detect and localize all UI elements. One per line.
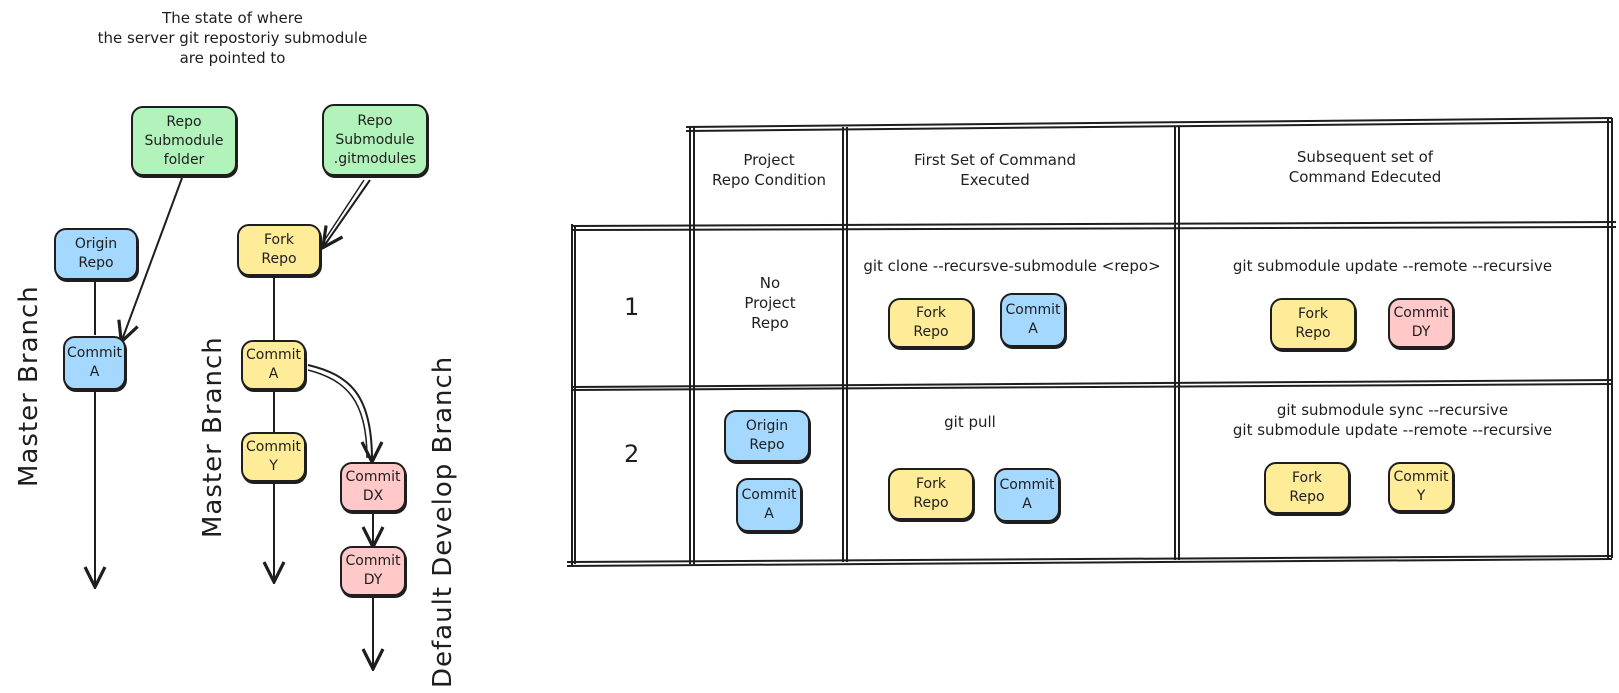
row-1-subsequent-command: git submodule update --remote --recursiv… <box>1232 257 1553 275</box>
row-1-condition: No Project Repo <box>744 274 796 332</box>
row-2-first-commit-a: Commit A <box>994 468 1060 522</box>
row-1-subsequent-commit-dy: Commit DY <box>1388 298 1454 348</box>
gitmodules-arrow-a <box>324 179 371 246</box>
fork-repo-node: Fork Repo <box>237 224 321 276</box>
master-branch-label-mid: Master Branch <box>198 336 228 538</box>
row-2-subsequent-command: git submodule sync --recursive git submo… <box>1232 401 1553 439</box>
repo-submodule-gitmodules-node: Repo Submodule .gitmodules <box>322 104 428 176</box>
row-1-first-commit-a: Commit A <box>1000 293 1066 347</box>
commit-dx-node: Commit DX <box>340 462 406 512</box>
header-project-repo-condition: Project Repo Condition <box>711 151 827 189</box>
default-develop-branch-label: Default Develop Branch <box>428 355 458 688</box>
origin-repo-node: Origin Repo <box>54 228 138 280</box>
row-1-first-fork-repo: Fork Repo <box>888 298 974 348</box>
commit-dy-node: Commit DY <box>340 546 406 596</box>
table-grid <box>566 117 1617 567</box>
header-first-set: First Set of Command Executed <box>913 151 1077 189</box>
caption: The state of where the server git repost… <box>97 9 368 67</box>
submodule-folder-arrow <box>122 177 183 340</box>
row-2-first-fork-repo: Fork Repo <box>888 468 974 520</box>
develop-branch-arrow <box>307 364 372 460</box>
row-2-number: 2 <box>624 440 640 468</box>
commit-a-left-node: Commit A <box>63 336 126 390</box>
row-1-subsequent-fork-repo: Fork Repo <box>1270 298 1356 350</box>
row-2-subsequent-commit-y: Commit Y <box>1388 462 1454 512</box>
commit-y-node: Commit Y <box>241 432 306 482</box>
row-2-first-command: git pull <box>944 413 996 431</box>
header-subsequent-set: Subsequent set of Command Edecuted <box>1288 148 1442 186</box>
repo-submodule-folder-node: Repo Submodule folder <box>131 106 237 176</box>
row-2-condition-origin-repo: Origin Repo <box>724 410 810 462</box>
row-1-first-command: git clone --recursve-submodule <repo> <box>863 257 1161 275</box>
row-2-subsequent-fork-repo: Fork Repo <box>1264 462 1350 514</box>
row-1-number: 1 <box>624 293 640 321</box>
row-2-condition-commit-a: Commit A <box>736 478 802 532</box>
commit-a-mid-node: Commit A <box>241 340 306 390</box>
master-branch-label-left: Master Branch <box>14 285 44 487</box>
gitmodules-arrow-b <box>321 179 365 245</box>
